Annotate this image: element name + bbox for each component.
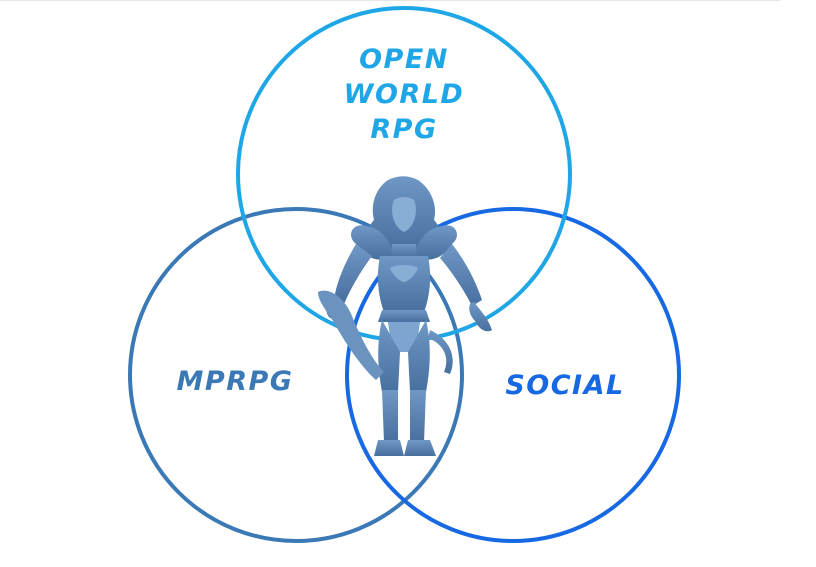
circle-mprpg	[128, 207, 464, 543]
lion-warrior-figure-icon	[318, 176, 492, 456]
label-line-world: WORLD	[344, 79, 465, 110]
label-social: SOCIAL	[505, 370, 624, 401]
label-mprpg: MPRPG	[177, 366, 294, 397]
label-line-open: OPEN	[359, 44, 449, 75]
top-divider	[0, 0, 780, 1]
label-line-rpg: RPG	[370, 114, 437, 145]
label-open-world-rpg: OPEN WORLD RPG	[344, 44, 465, 145]
circle-social	[345, 207, 681, 543]
